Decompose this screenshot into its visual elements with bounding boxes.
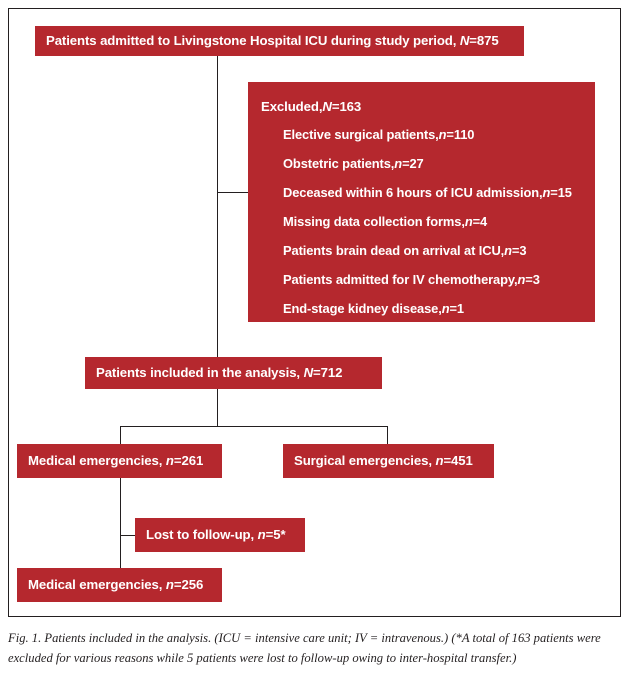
node-patients-admitted[interactable]: Patients admitted to Livingstone Hospita… [35, 26, 524, 56]
connector-admitted-to-included [217, 56, 219, 357]
node-medical-emergencies[interactable]: Medical emergencies, n=261 [17, 444, 222, 478]
node-patients-included-label: Patients included in the analysis, N=712 [96, 365, 343, 381]
list-item: End-stage kidney disease, n=1 [283, 301, 464, 317]
node-lost-to-follow-up-label: Lost to follow-up, n=5* [146, 527, 286, 543]
node-excluded-panel[interactable]: Excluded, N=163 Elective surgical patien… [248, 82, 595, 322]
node-surgical-emergencies-label: Surgical emergencies, n=451 [294, 453, 473, 469]
connector-included-to-split [217, 389, 219, 427]
node-surgical-emergencies[interactable]: Surgical emergencies, n=451 [283, 444, 494, 478]
node-lost-to-follow-up[interactable]: Lost to follow-up, n=5* [135, 518, 305, 552]
list-item: Deceased within 6 hours of ICU admission… [283, 185, 572, 201]
connector-stub-to-lost [120, 535, 136, 537]
node-patients-included[interactable]: Patients included in the analysis, N=712 [85, 357, 382, 389]
node-medical-emergencies-label: Medical emergencies, n=261 [28, 453, 204, 469]
connector-split-to-medical [120, 426, 122, 445]
list-item: Obstetric patients, n=27 [283, 156, 424, 172]
excluded-reason-list: Elective surgical patients, n=110 Obstet… [248, 121, 595, 324]
node-medical-emergencies-final-label: Medical emergencies, n=256 [28, 577, 204, 593]
connector-split-bar [120, 426, 388, 428]
figure-caption: Fig. 1. Patients included in the analysi… [8, 631, 601, 666]
node-medical-emergencies-final[interactable]: Medical emergencies, n=256 [17, 568, 222, 602]
connector-trunk-to-excluded [217, 192, 249, 194]
list-item: Patients brain dead on arrival at ICU, n… [283, 243, 527, 259]
node-patients-admitted-label: Patients admitted to Livingstone Hospita… [46, 33, 499, 49]
list-item: Missing data collection forms, n=4 [283, 214, 488, 230]
connector-split-to-surgical [387, 426, 389, 445]
connector-medical-to-final [120, 478, 122, 569]
list-item: Elective surgical patients, n=110 [283, 127, 475, 143]
list-item: Patients admitted for IV chemotherapy, n… [283, 272, 540, 288]
node-excluded-label: Excluded, N=163 [261, 99, 362, 115]
